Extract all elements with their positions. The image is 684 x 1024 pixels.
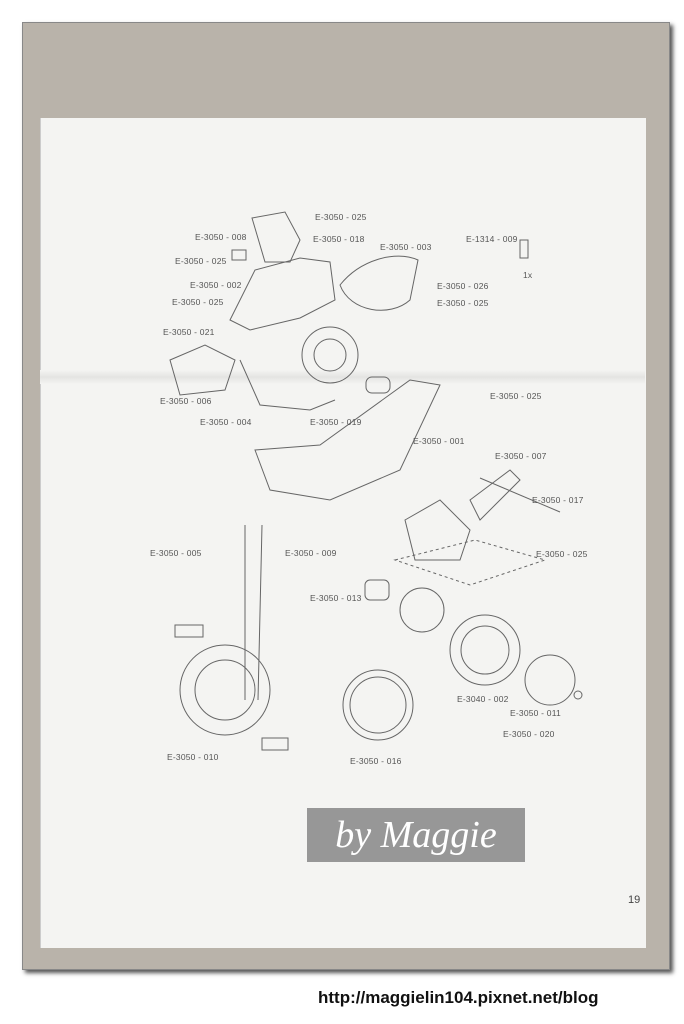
part-label: E-3050 - 018 xyxy=(313,234,365,244)
part-label: E-3050 - 025 xyxy=(536,549,588,559)
frame-part xyxy=(254,379,441,501)
part-label: E-3050 - 016 xyxy=(350,756,402,766)
quantity-label: 1x xyxy=(523,270,533,280)
watermark: by Maggie xyxy=(307,808,525,862)
motor-part xyxy=(404,499,471,561)
part-label: E-3050 - 025 xyxy=(175,256,227,266)
wheel-small-part xyxy=(301,326,359,384)
swing-arm-part xyxy=(469,469,521,521)
bolt-part xyxy=(519,239,529,259)
footrest-part-2 xyxy=(261,737,289,751)
part-label: E-3050 - 026 xyxy=(437,281,489,291)
part-label: E-3050 - 008 xyxy=(195,232,247,242)
part-label: E-3050 - 002 xyxy=(190,280,242,290)
part-label: E-3050 - 020 xyxy=(503,729,555,739)
dashed-guide xyxy=(393,539,547,586)
engine-cover-part xyxy=(169,344,236,396)
part-label: E-3050 - 004 xyxy=(200,417,252,427)
part-label: E-3050 - 017 xyxy=(532,495,584,505)
headlight-part xyxy=(251,211,301,263)
part-label: E-3050 - 011 xyxy=(510,708,561,718)
part-label: E-3050 - 025 xyxy=(437,298,489,308)
axle-rod-part xyxy=(479,477,561,513)
fuel-tank-part xyxy=(229,257,336,331)
part-label: E-3050 - 025 xyxy=(315,212,367,222)
reflector-part xyxy=(231,249,247,261)
part-label: E-3050 - 005 xyxy=(150,548,202,558)
part-label: E-3050 - 019 xyxy=(310,417,362,427)
bushing-part xyxy=(364,579,390,601)
part-label: E-3050 - 025 xyxy=(490,391,542,401)
rear-wheel-part xyxy=(449,614,521,686)
front-wheel-part xyxy=(179,644,271,736)
footrest-part xyxy=(174,624,204,638)
page-crease xyxy=(40,370,645,384)
axle-cylinder-part xyxy=(365,376,391,394)
part-label: E-1314 - 009 xyxy=(466,234,518,244)
part-label: E-3050 - 001 xyxy=(413,436,465,446)
blog-url: http://maggielin104.pixnet.net/blog xyxy=(318,988,599,1007)
tire-part xyxy=(342,669,414,741)
hubcap-part xyxy=(524,654,576,706)
part-label: E-3040 - 002 xyxy=(457,694,509,704)
part-label: E-3050 - 007 xyxy=(495,451,547,461)
hub-part xyxy=(399,587,445,633)
part-label: E-3050 - 013 xyxy=(310,593,362,603)
part-label: E-3050 - 003 xyxy=(380,242,432,252)
handlebar-part xyxy=(239,359,336,411)
part-label: E-3050 - 021 xyxy=(163,327,215,337)
part-label: E-3050 - 009 xyxy=(285,548,337,558)
part-label: E-3050 - 006 xyxy=(160,396,212,406)
fork-part xyxy=(244,524,263,701)
seat-part xyxy=(339,255,419,311)
page-number: 19 xyxy=(628,894,641,906)
part-label: E-3050 - 025 xyxy=(172,297,224,307)
part-label: E-3050 - 010 xyxy=(167,752,219,762)
